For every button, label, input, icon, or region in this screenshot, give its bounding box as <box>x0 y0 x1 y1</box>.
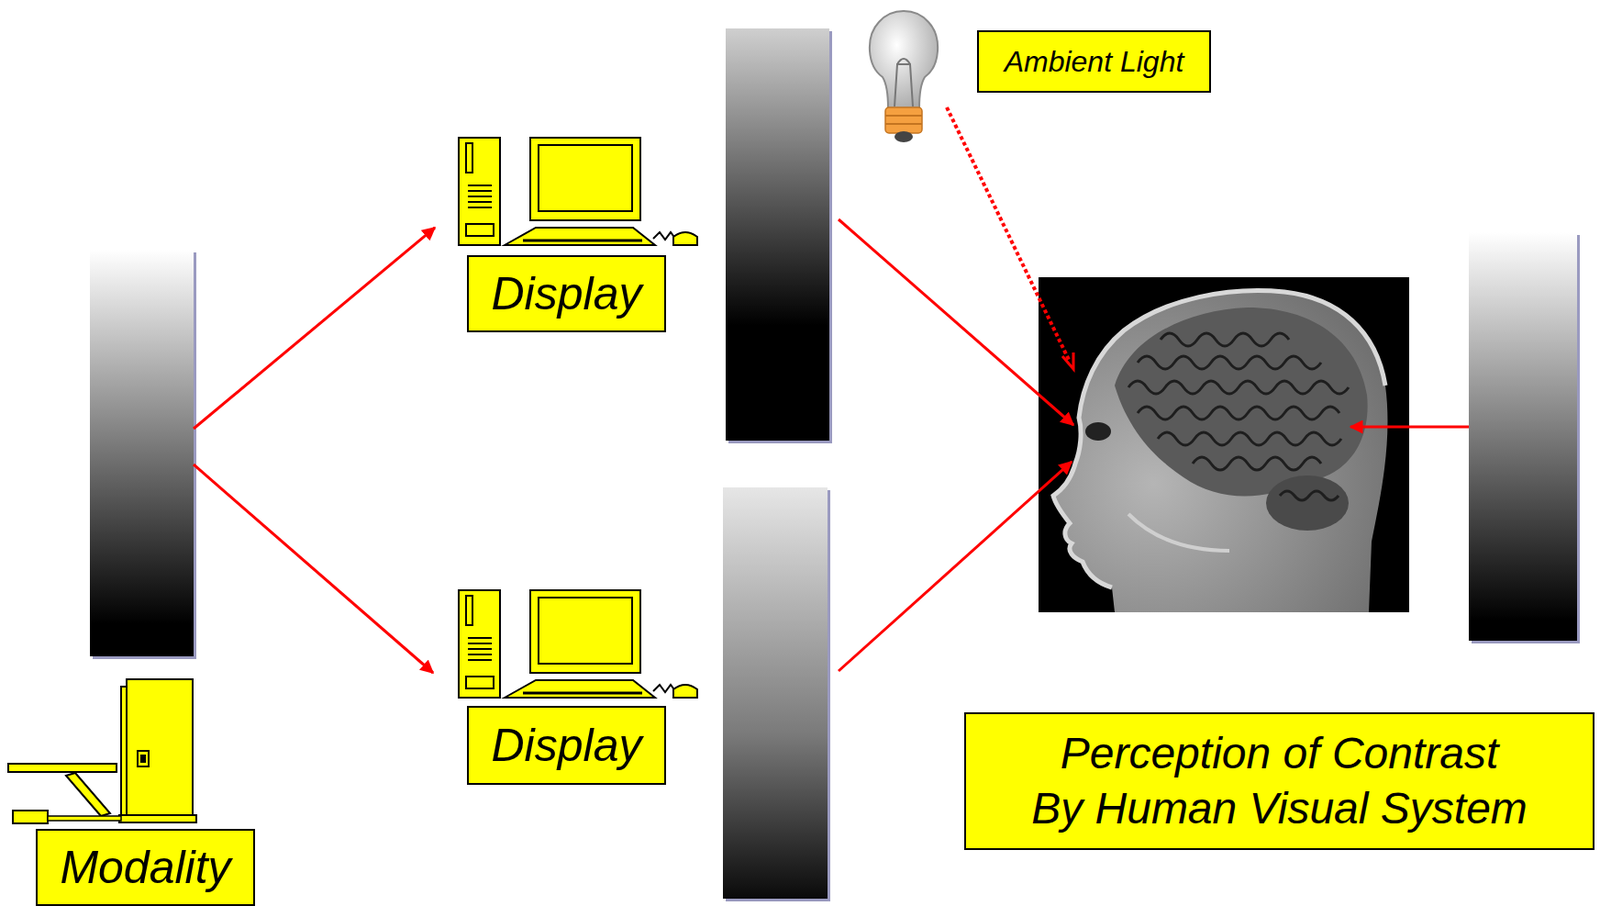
box-label: Perception of Contrast By Human Visual S… <box>986 725 1574 836</box>
arrows <box>193 107 1469 673</box>
label-box: Perception of Contrast By Human Visual S… <box>964 711 1595 850</box>
display-grayscale-bar <box>722 487 828 899</box>
label-box: Display <box>466 255 667 333</box>
box-label: Display <box>491 265 643 323</box>
mri-head-image <box>1038 277 1410 612</box>
box-label: Display <box>491 716 643 775</box>
red-arrow <box>1350 425 1469 429</box>
label-box: Display <box>466 705 667 785</box>
modality-grayscale-bar <box>89 249 194 656</box>
red-arrow <box>193 227 435 429</box>
computer-icon <box>458 589 698 698</box>
label-box: Ambient Light <box>977 30 1212 93</box>
red-arrow <box>838 461 1072 671</box>
perceived-grayscale-bar <box>1468 232 1578 641</box>
red-arrow <box>838 219 1074 425</box>
box-label: Modality <box>59 838 231 897</box>
label-box: Modality <box>35 828 256 906</box>
box-label: Ambient Light <box>1004 43 1185 80</box>
red-arrow <box>193 464 434 673</box>
ambient-light-dotted-arrow <box>946 107 1070 362</box>
ambient-light-arrowhead <box>1062 352 1074 369</box>
grayscale-bars <box>89 28 1580 901</box>
light-bulb-icon <box>869 11 938 143</box>
display-grayscale-bar <box>725 28 830 441</box>
computer-icon <box>458 137 698 245</box>
modality-scanner-icon <box>8 678 197 823</box>
